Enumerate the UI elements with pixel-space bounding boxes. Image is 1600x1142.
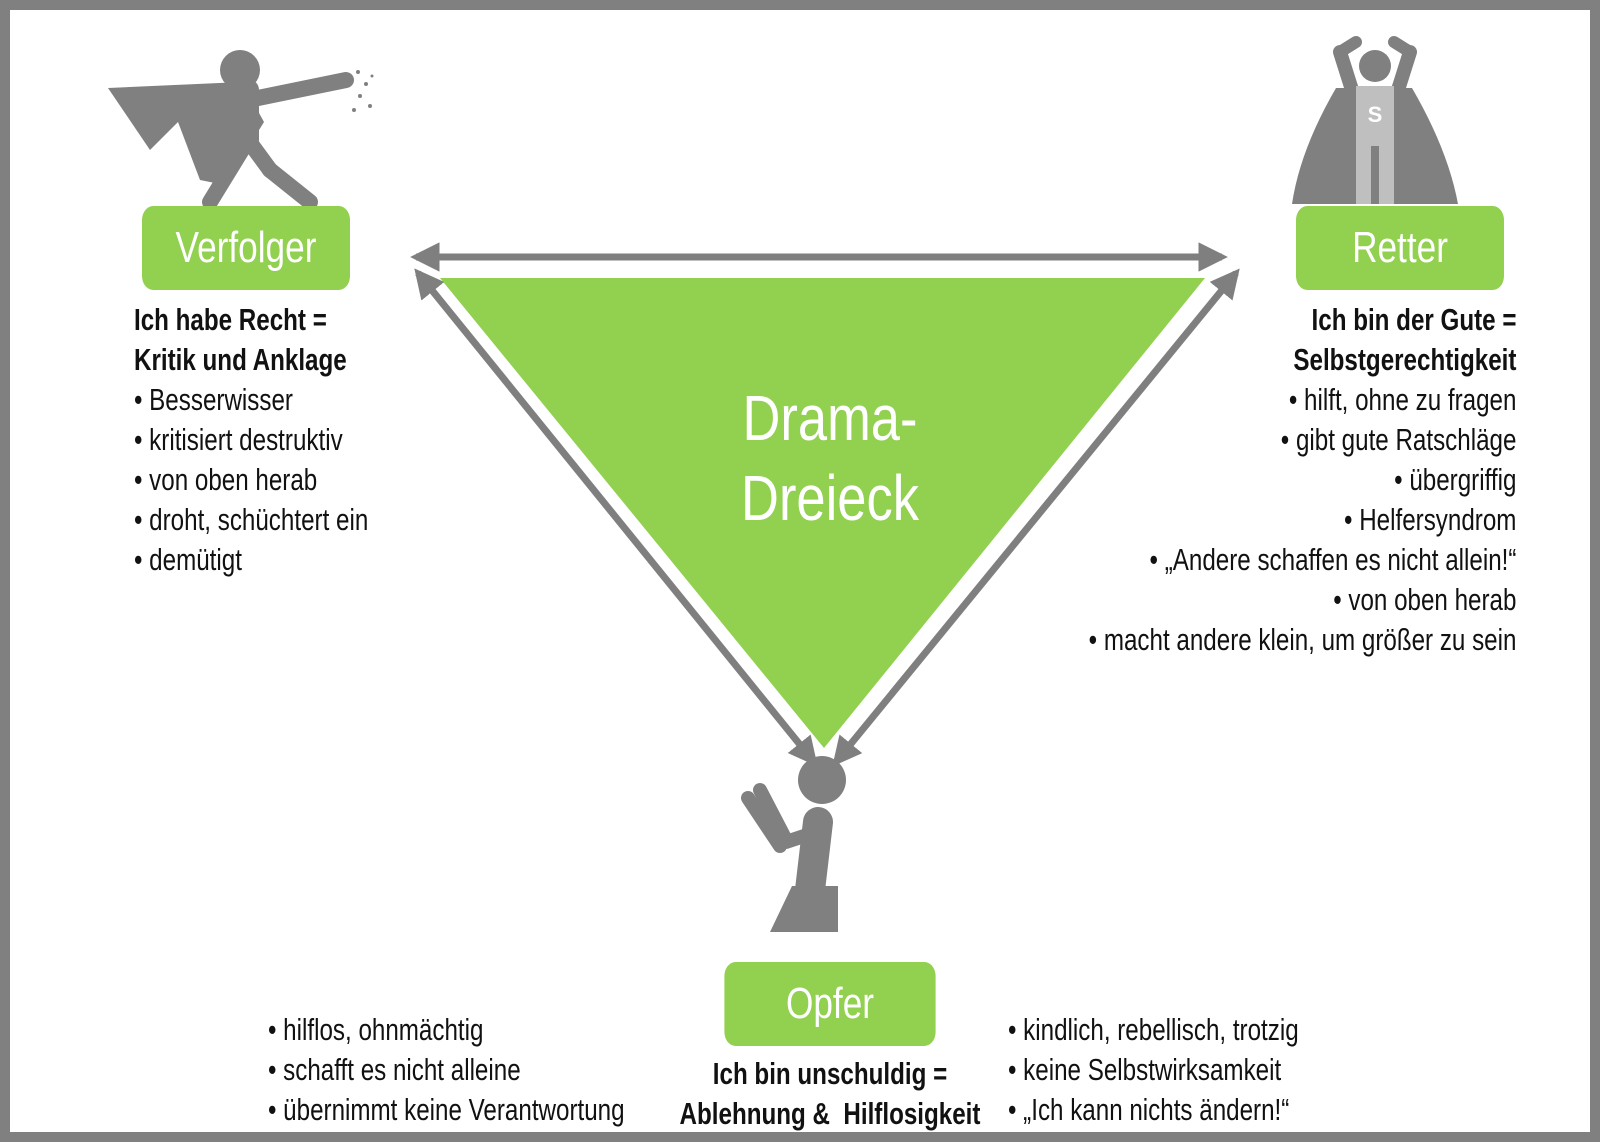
verfolger-list-item: • von oben herab [134, 462, 318, 497]
verfolger-list-item: • droht, schüchtert ein [134, 502, 369, 537]
retter-list-item: • hilft, ohne zu fragen [1288, 382, 1516, 417]
verfolger-list-item: • demütigt [134, 542, 242, 577]
opfer-list-item: • übernimmt keine Verantwortung [268, 1092, 625, 1127]
caped-superhero-s-icon: S [1292, 36, 1458, 204]
right-double-arrow [832, 268, 1240, 767]
opfer-left-list: • hilflos, ohnmächtig • schafft es nicht… [268, 1010, 625, 1130]
opfer-list-item: • „Ich kann nichts ändern!“ [1008, 1092, 1290, 1127]
diagram-title-line2: Dreieck [741, 462, 919, 534]
retter-list-item: • übergriffig [1393, 462, 1516, 497]
retter-list-item: • gibt gute Ratschläge [1280, 422, 1516, 457]
opfer-description: Ich bin unschuldig = Ablehnung & Hilflos… [674, 1054, 986, 1132]
kneeling-praying-person-icon [741, 756, 846, 932]
opfer-list-item: • kindlich, rebellisch, trotzig [1008, 1012, 1299, 1047]
retter-list-item: • von oben herab [1332, 582, 1516, 617]
verfolger-list-item: • Besserwisser [134, 382, 293, 417]
verfolger-heading-line1: Ich habe Recht = [134, 302, 327, 337]
caped-hero-punching-icon [108, 50, 374, 210]
retter-description: Ich bin der Gute = Selbstgerechtigkeit •… [1088, 300, 1516, 660]
retter-list-item: • „Andere schaffen es nicht allein!“ [1149, 542, 1516, 577]
opfer-list-item: • schafft es nicht alleine [268, 1052, 521, 1087]
retter-list-item: • Helfersyndrom [1343, 502, 1516, 537]
verfolger-label: Verfolger [142, 206, 350, 290]
verfolger-list-item: • kritisiert destruktiv [134, 422, 343, 457]
left-double-arrow [414, 268, 818, 767]
verfolger-heading-line2: Kritik und Anklage [134, 342, 347, 377]
opfer-label: Opfer [724, 962, 936, 1046]
opfer-list-item: • keine Selbstwirksamkeit [1008, 1052, 1282, 1087]
retter-heading-line2: Selbstgerechtigkeit [1292, 342, 1516, 377]
diagram-title: Drama- Dreieck [666, 378, 994, 538]
opfer-list-item: • hilflos, ohnmächtig [268, 1012, 484, 1047]
verfolger-description: Ich habe Recht = Kritik und Anklage • Be… [134, 300, 368, 580]
retter-heading-line1: Ich bin der Gute = [1311, 302, 1516, 337]
retter-list-item: • macht andere klein, um größer zu sein [1088, 622, 1516, 657]
svg-text:S: S [1368, 102, 1383, 127]
opfer-heading-line2: Ablehnung & Hilflosigkeit [679, 1096, 981, 1131]
retter-label: Retter [1296, 206, 1504, 290]
opfer-heading-line1: Ich bin unschuldig = [712, 1056, 948, 1091]
diagram-title-line1: Drama- [742, 382, 918, 454]
diagram-canvas: S [108, 36, 1458, 932]
opfer-right-list: • kindlich, rebellisch, trotzig • keine … [1008, 1010, 1299, 1130]
